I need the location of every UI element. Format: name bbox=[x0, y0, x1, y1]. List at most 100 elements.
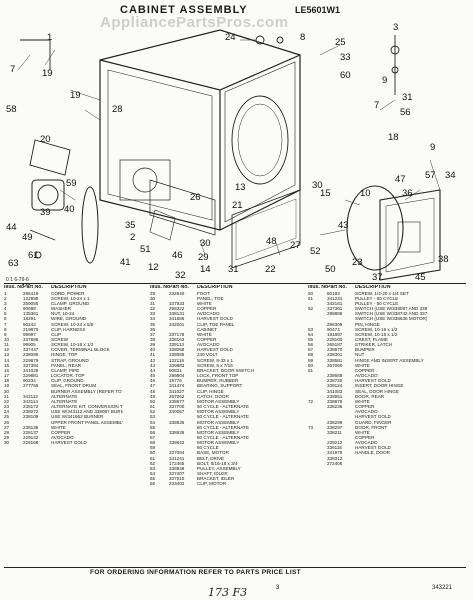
part-no: 229879 bbox=[23, 357, 39, 363]
callout-27: 27 bbox=[290, 240, 301, 251]
illus-no: 57 bbox=[150, 434, 156, 440]
illus-no: 3 bbox=[4, 300, 7, 306]
illus-no: 36 bbox=[150, 326, 156, 332]
callout-9: 9 bbox=[382, 75, 387, 86]
illus-no: 61 bbox=[308, 367, 314, 373]
illus-no: 5 bbox=[4, 311, 7, 317]
part-no: 238172 bbox=[23, 404, 39, 410]
description: FOOT bbox=[197, 290, 210, 296]
description: SWITCH (USE W/338742 AND 337700 MOTORS) bbox=[355, 311, 427, 317]
callout-37: 37 bbox=[372, 272, 383, 283]
callout-12: 12 bbox=[148, 262, 159, 273]
part-no: 99905 bbox=[23, 342, 36, 348]
parts-column-3: Illus. No.Part No.DESCRIPTION 5080193SCR… bbox=[308, 285, 468, 466]
callout-41: 41 bbox=[120, 257, 131, 268]
illus-no: 52 bbox=[308, 306, 314, 312]
description: SWITCH (USE W/338087 AND 338672 MOTORS) bbox=[355, 306, 427, 312]
callout-61: 61 bbox=[28, 250, 39, 261]
document-number: 343221 bbox=[432, 585, 453, 591]
header-part: Part No. bbox=[23, 285, 43, 290]
illus-no: 47 bbox=[150, 383, 156, 389]
illus-no: 57 bbox=[308, 347, 314, 353]
description: WHITE bbox=[51, 424, 66, 430]
illus-no: 43 bbox=[150, 362, 156, 368]
part-no: 298889 bbox=[327, 311, 343, 317]
header-illus: Illus. No. bbox=[4, 285, 23, 290]
callout-34: 34 bbox=[445, 170, 456, 181]
illus-no: 1 bbox=[4, 290, 7, 296]
part-no: 135361 bbox=[23, 311, 39, 317]
parts-column-1: Illus. No.Part No.DESCRIPTION 1285418COR… bbox=[4, 285, 144, 445]
description: STRAP, GROUND bbox=[51, 357, 89, 363]
part-no: 90474 bbox=[327, 326, 340, 332]
part-no: 238212 bbox=[327, 440, 343, 446]
illus-no: 9 bbox=[4, 331, 7, 337]
description: ALTERNATE bbox=[51, 398, 78, 404]
part-no: 298322 bbox=[169, 306, 185, 312]
description: CLIP, HINGE bbox=[197, 388, 224, 394]
part-no: 337447 bbox=[23, 347, 39, 353]
table-row: 338312 bbox=[308, 456, 468, 461]
illus-no: 59 bbox=[150, 445, 156, 451]
description: ALTERNATE bbox=[51, 393, 78, 399]
part-no: 337094 bbox=[169, 450, 185, 456]
part-no: 338636 bbox=[169, 429, 185, 435]
callout-10: 10 bbox=[360, 188, 371, 199]
part-no: 181897 bbox=[327, 331, 343, 337]
description: MOTOR ASSEMBLY bbox=[197, 419, 240, 425]
page-number: 3 bbox=[276, 585, 280, 591]
description: MOTOR ASSEMBLY bbox=[197, 409, 240, 415]
part-no: 265187 bbox=[327, 342, 343, 348]
description: CABINET bbox=[197, 326, 217, 332]
illus-no: 58 bbox=[150, 440, 156, 446]
illus-no: 20 bbox=[4, 388, 10, 394]
description: SWITCH (USE W/338636 MOTOR) bbox=[355, 316, 427, 322]
description: WHITE bbox=[197, 331, 212, 337]
part-no: 338301 bbox=[327, 352, 343, 358]
description: COPPER bbox=[355, 367, 375, 373]
callout-40: 40 bbox=[64, 204, 75, 215]
part-no: 285418 bbox=[23, 290, 39, 296]
description: SEAL, FRONT DRUM bbox=[51, 383, 97, 389]
description: 60 CYCLE - ALTERNATE bbox=[197, 434, 249, 440]
description: HARVEST GOLD bbox=[355, 378, 391, 384]
table-row: AVOCADO bbox=[308, 409, 468, 414]
illus-no: 39 bbox=[150, 342, 156, 348]
description: HARVEST GOLD bbox=[197, 347, 233, 353]
description: COPPER bbox=[51, 429, 71, 435]
parts-header: Illus. No.Part No.DESCRIPTION bbox=[150, 285, 300, 291]
callout-33: 33 bbox=[340, 52, 351, 63]
callout-9b: 9 bbox=[430, 142, 435, 153]
part-no: 339883 bbox=[169, 362, 185, 368]
illus-no: 72 bbox=[308, 398, 314, 404]
description: SCREW, 1/4-20 x 1/4 SET bbox=[355, 290, 409, 296]
part-no: 172465 bbox=[169, 460, 185, 466]
part-no: 339113 bbox=[169, 342, 184, 348]
illus-no: 12 bbox=[4, 347, 10, 353]
callout-20: 20 bbox=[40, 134, 51, 145]
description: AVOCADO bbox=[197, 342, 220, 348]
table-row: 298889 SWITCH (USE W/338742 AND 337700 MO… bbox=[308, 311, 468, 316]
part-no: 338085 bbox=[169, 352, 185, 358]
